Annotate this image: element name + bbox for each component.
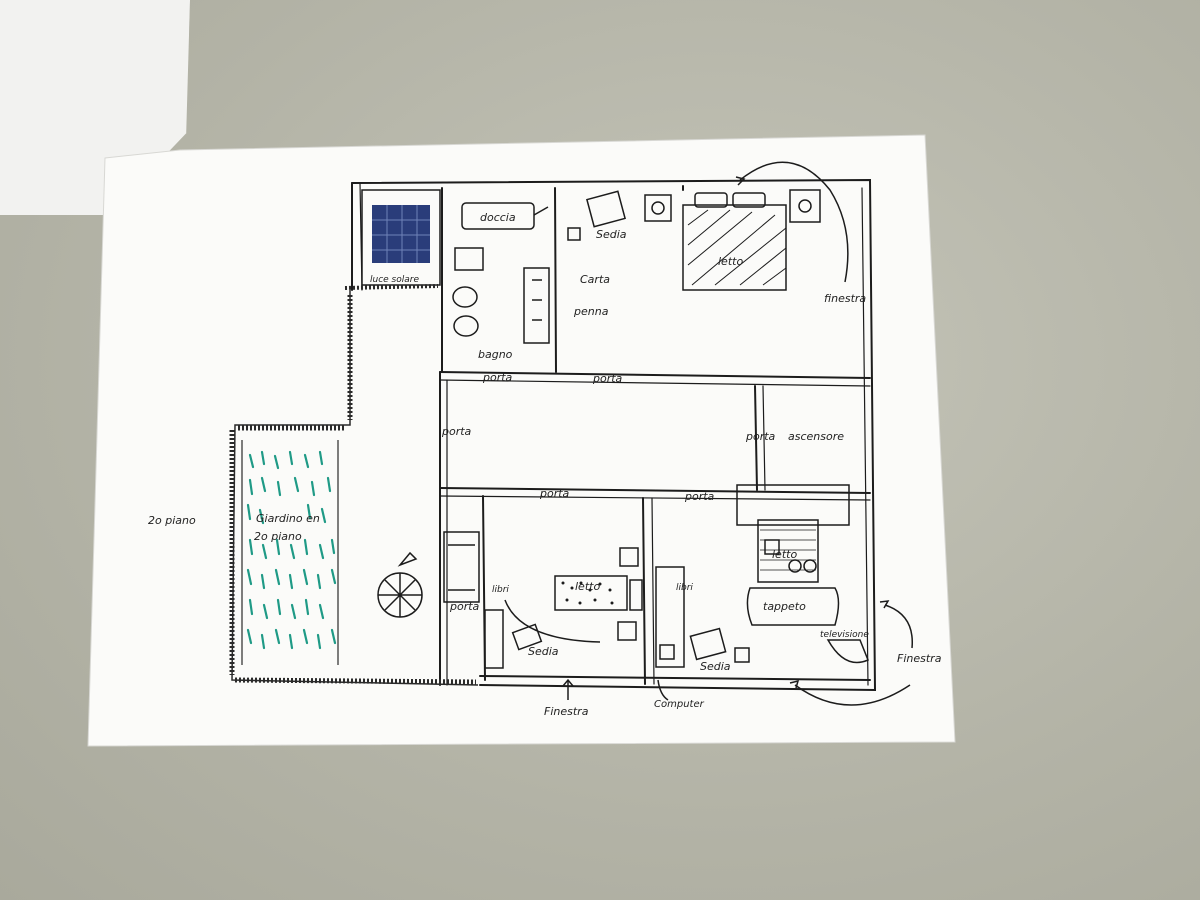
bathroom-right-wall (554, 187, 557, 373)
label-doccia: doccia (480, 211, 516, 224)
bathroom-counter (523, 267, 550, 344)
label-sedia-top: Sedia (596, 228, 627, 241)
south-wall (479, 675, 871, 681)
bookcase-left (443, 531, 480, 603)
label-computer: Computer (654, 699, 705, 710)
label-porta-sinistra: porta (441, 425, 472, 438)
label-libri-2: libri (676, 583, 693, 593)
bookcase-right (655, 566, 685, 668)
bed-right-hatch (760, 529, 816, 571)
bathroom-sink (454, 247, 484, 271)
outer-wall (351, 178, 877, 692)
label-sedia-1: Sedia (528, 645, 559, 658)
arrow-computer (657, 679, 669, 701)
label-bagno: bagno (478, 348, 513, 361)
label-giardino-2: 2o piano (254, 530, 302, 543)
bed-main (682, 204, 787, 291)
arrow-finestra-top (739, 161, 849, 283)
paper-sheet (87, 134, 956, 747)
corridor-top-wall (439, 371, 871, 379)
arrow-finestra-right (884, 604, 913, 649)
garden-grass (246, 450, 337, 650)
bed-hatch (687, 209, 787, 286)
label-finestra-top: finestra (824, 292, 866, 305)
skylight (372, 205, 430, 263)
shower (461, 202, 535, 230)
label-piano-side: 2o piano (148, 514, 196, 527)
label-televisione: televisione (820, 630, 869, 640)
label-sedia-2: Sedia (700, 660, 731, 673)
toilet-1 (452, 286, 478, 308)
label-letto-top: letto (718, 255, 743, 268)
bed-study (554, 575, 628, 611)
carpet (746, 587, 840, 626)
bed-right (757, 519, 819, 583)
label-giardino-1: Giardino en (256, 512, 320, 525)
label-letto-right: letto (772, 548, 797, 561)
arrow-window-corner (794, 684, 911, 706)
label-finestra-right: Finestra (897, 652, 942, 665)
corridor-bottom-wall (439, 487, 871, 494)
label-carta: Carta (580, 273, 610, 286)
label-porta-bagno: porta (482, 371, 513, 384)
label-letto-mid: letto (575, 580, 600, 593)
toilet-2 (453, 315, 479, 337)
label-penna: penna (573, 305, 609, 318)
label-porta-studio: porta (449, 600, 480, 613)
label-porta-camera: porta (592, 372, 623, 385)
label-libri-1: libri (492, 585, 509, 595)
label-ascensore: ascensore (788, 430, 844, 443)
label-porta-ascensore: porta (745, 430, 776, 443)
label-porta-sud-1: porta (539, 487, 570, 500)
label-tappeto: tappeto (763, 600, 806, 613)
label-finestra-bottom: Finestra (544, 705, 589, 718)
garden-hedge (229, 284, 479, 686)
elevator-wall (754, 385, 758, 491)
room-divider (642, 497, 646, 685)
label-porta-sud-2: porta (684, 490, 715, 503)
label-lucernario: luce solare (370, 275, 419, 285)
